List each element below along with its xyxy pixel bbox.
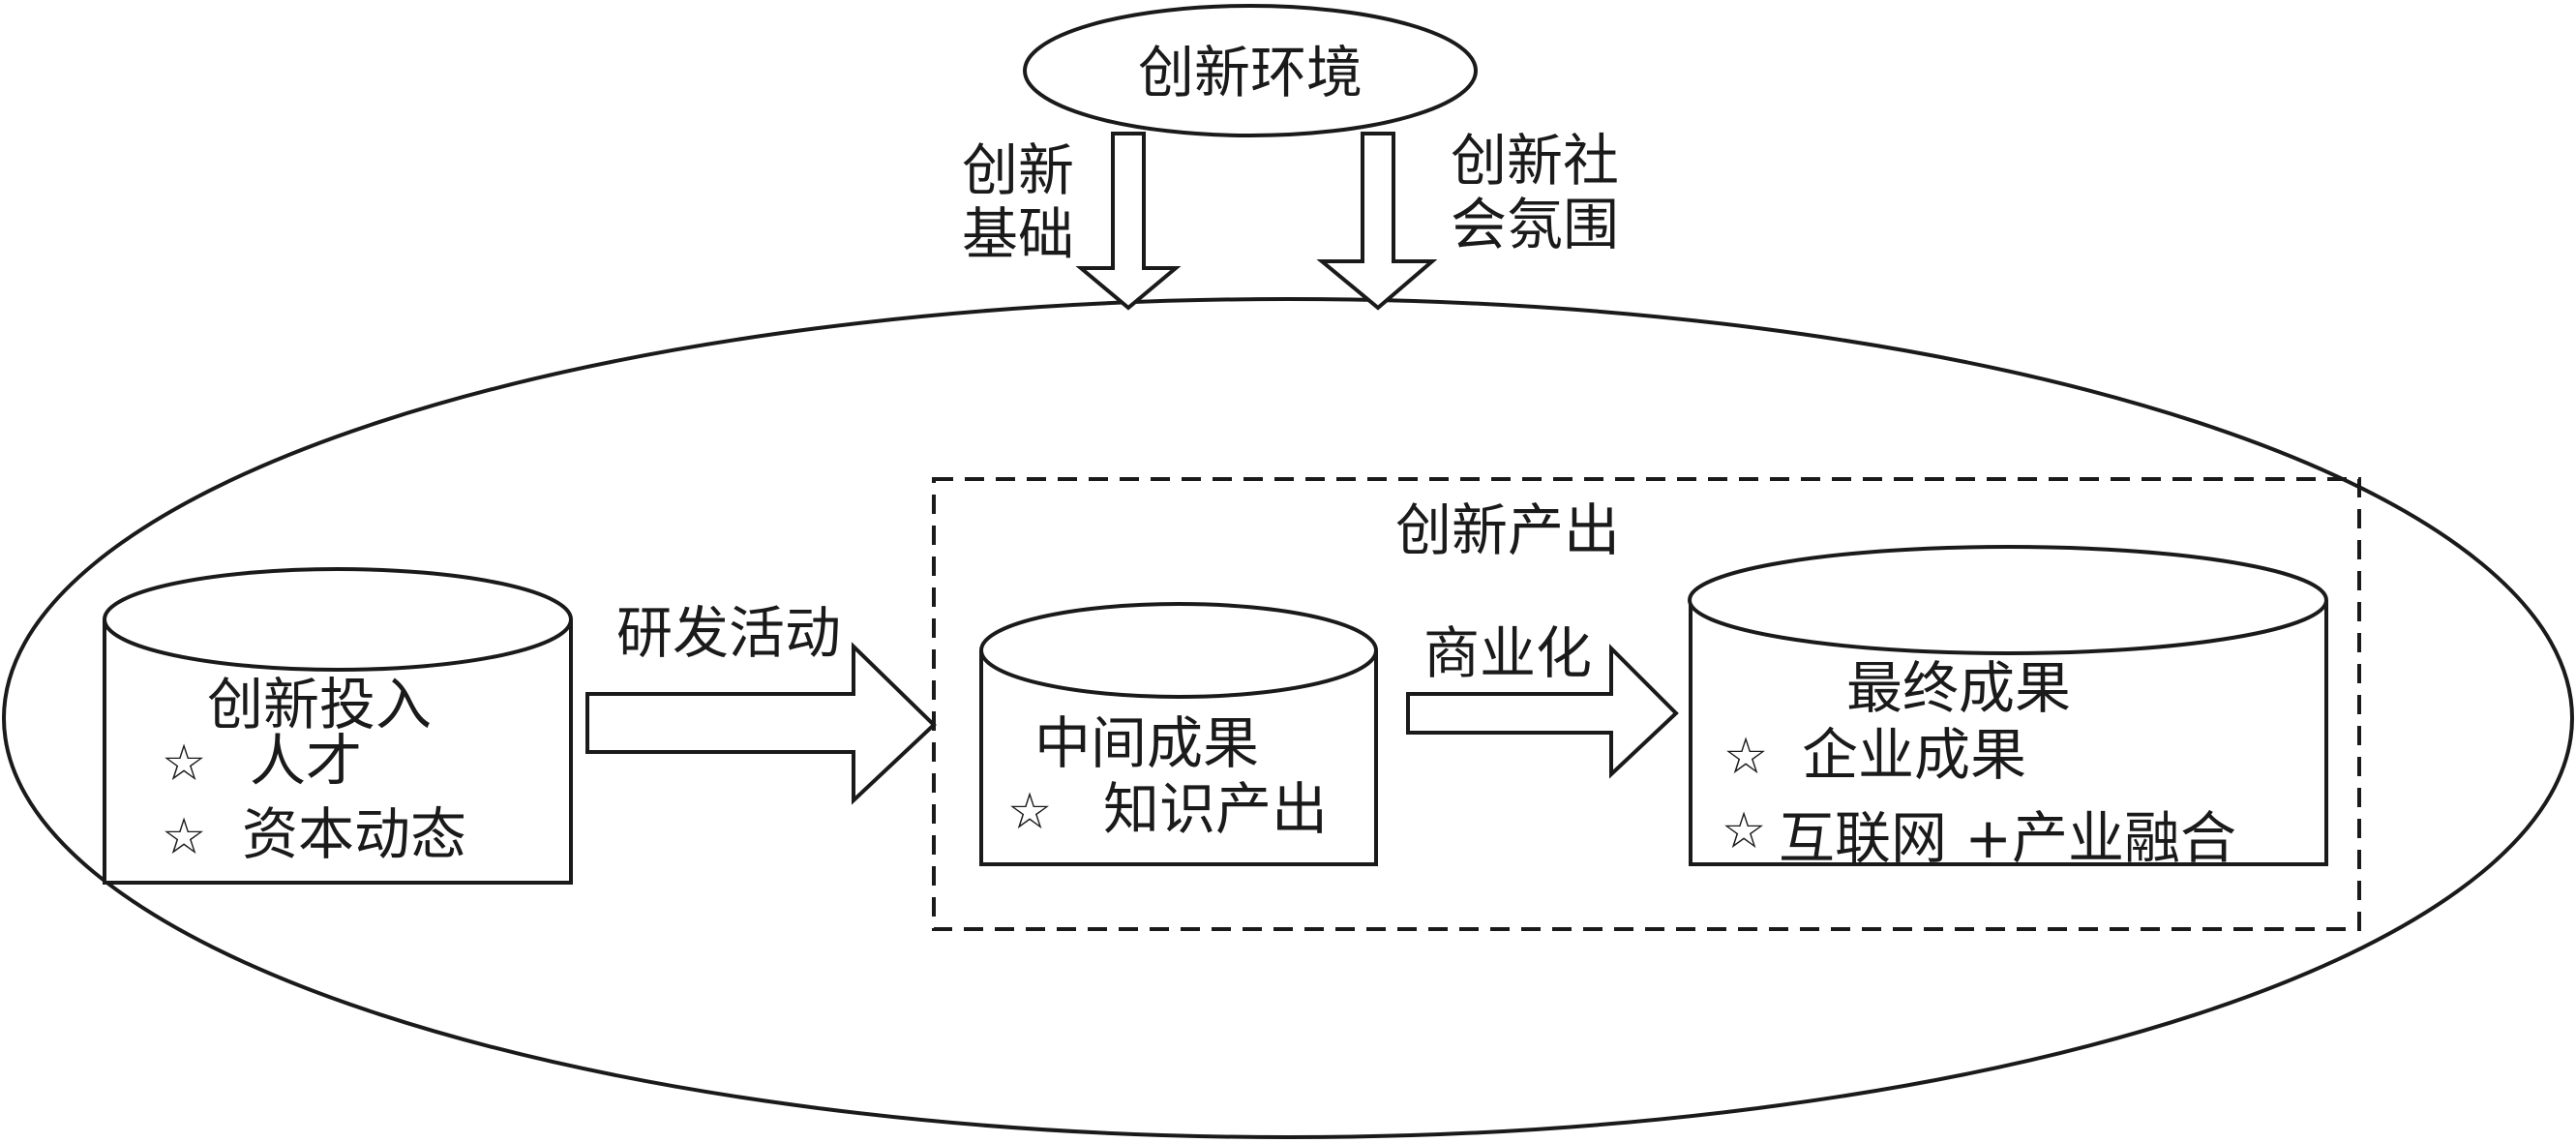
innovation-system-ellipse <box>2 297 2574 1139</box>
intermediate-title: 中间成果 <box>1034 710 1259 776</box>
innovation-output-box <box>932 477 2361 931</box>
star-icon: ☆ <box>162 808 207 866</box>
rnd-right-arrow <box>585 642 937 805</box>
intermediate-results-cylinder <box>979 602 1378 866</box>
input-item-capital: 资本动态 <box>242 801 466 867</box>
environment-ellipse <box>1023 4 1478 137</box>
atmosphere-label-line2: 会氛围 <box>1451 192 1619 257</box>
foundation-down-arrow <box>1075 132 1182 311</box>
foundation-label-line1: 创新 <box>962 137 1074 203</box>
star-icon: ☆ <box>162 735 207 793</box>
atmosphere-label-line1: 创新社 <box>1451 128 1619 194</box>
star-icon: ☆ <box>1722 802 1767 860</box>
star-icon: ☆ <box>1007 783 1053 841</box>
star-icon: ☆ <box>1723 728 1769 786</box>
rnd-label: 研发活动 <box>616 600 841 666</box>
commercialization-right-arrow <box>1406 644 1679 779</box>
final-item-internet-industry: 互联网 +产业融合 <box>1779 805 2236 871</box>
foundation-label-line2: 基础 <box>962 201 1074 267</box>
commercialization-label: 商业化 <box>1423 620 1592 686</box>
innovation-output-title: 创新产出 <box>1395 497 1620 563</box>
intermediate-item-knowledge: 知识产出 <box>1103 776 1328 842</box>
environment-title: 创新环境 <box>1138 40 1363 105</box>
innovation-input-cylinder <box>103 567 573 885</box>
final-item-enterprise: 企业成果 <box>1802 722 2026 788</box>
input-item-talent: 人才 <box>250 728 362 794</box>
final-results-cylinder <box>1688 545 2328 866</box>
final-title: 最终成果 <box>1846 655 2071 721</box>
atmosphere-down-arrow <box>1316 132 1438 311</box>
input-title: 创新投入 <box>207 672 432 737</box>
